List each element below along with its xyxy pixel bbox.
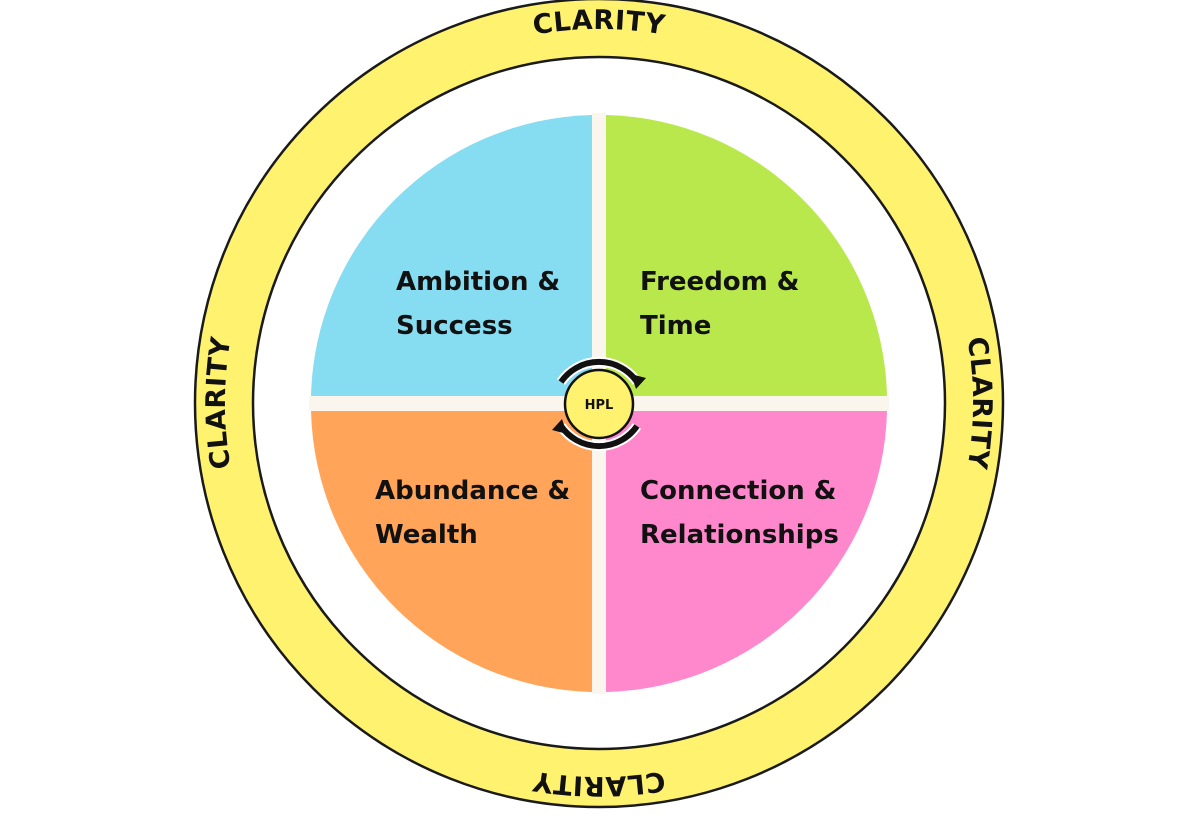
quadrant-ambition-success [311,115,592,396]
quadrant-label-top-right-line1: Freedom & [640,267,799,297]
quadrant-label-bottom-left-line2: Wealth [375,520,478,550]
quadrant-label-top-left-line2: Success [396,311,513,341]
ring-label-left: CLARITY [201,335,238,471]
hub-label: HPL [585,398,614,413]
quadrant-connection-relationships [606,411,887,692]
quadrant-freedom-time [606,115,887,396]
quadrants [311,115,887,692]
quadrant-label-bottom-right-line1: Connection & [640,476,836,506]
quadrant-abundance-wealth [311,411,592,692]
quadrant-label-bottom-right-line2: Relationships [640,520,839,550]
cycle-arrows-icon [552,356,646,452]
hub: HPL [552,356,646,452]
quadrant-label-bottom-left-line1: Abundance & [375,476,570,506]
hub-circle [563,368,635,440]
quadrant-label-top-right-line2: Time [640,311,711,341]
quadrant-label-top-left-line1: Ambition & [396,267,560,297]
ring-label-bottom: CLARITY [531,765,667,802]
